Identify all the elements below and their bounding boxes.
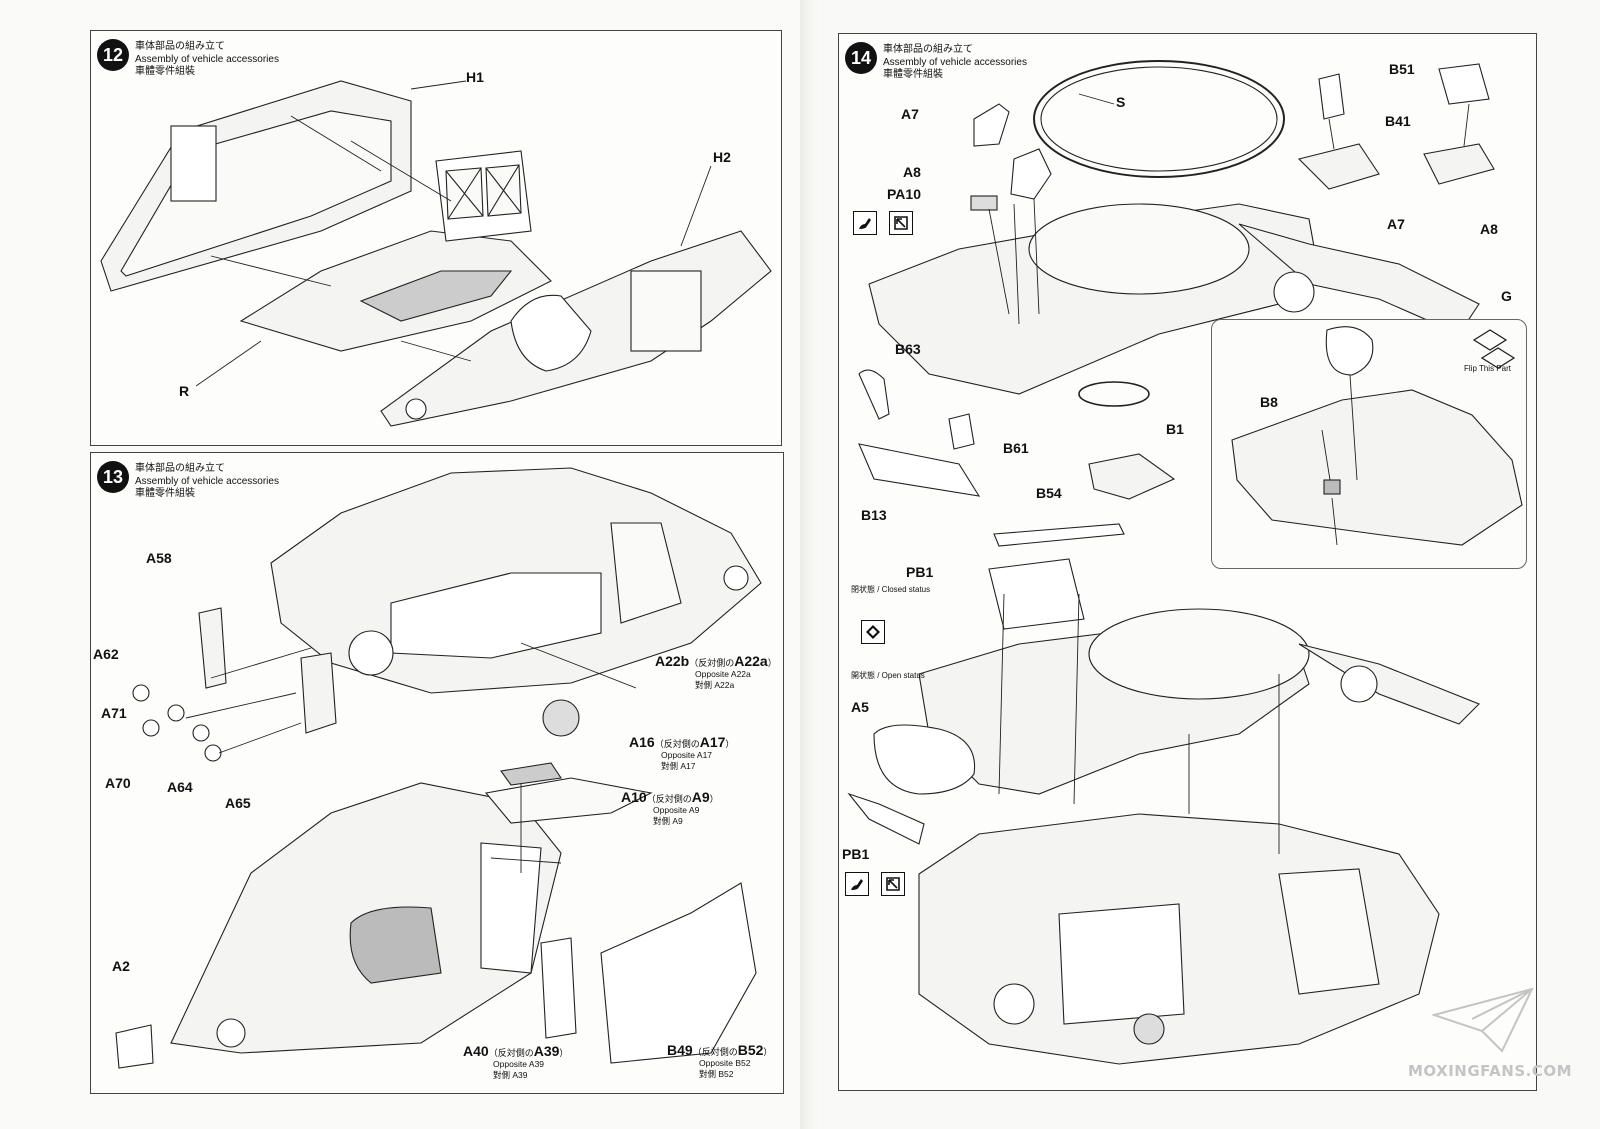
page-spine — [800, 0, 820, 1129]
part-label-a16: A16（反対側のA17） — [629, 734, 735, 750]
part-label-b63: B63 — [895, 341, 921, 357]
corner-arrow-icon — [881, 872, 905, 896]
part-label-g: G — [1501, 288, 1512, 304]
step-12-header: 12 車体部品の組み立て Assembly of vehicle accesso… — [97, 39, 279, 79]
open-status-label: 開状態 / Open status — [851, 671, 925, 680]
step-title-en: Assembly of vehicle accessories — [135, 53, 279, 65]
part-label-a70: A70 — [105, 775, 131, 791]
step-title-ja: 車体部品の組み立て — [135, 41, 225, 52]
step-title-en: Assembly of vehicle accessories — [883, 56, 1027, 68]
cement-icon — [845, 872, 869, 896]
watermark: MOXINGFANS.COM — [1408, 1062, 1573, 1080]
part-label-a7-bottom: A7 — [1387, 216, 1405, 232]
step-14-drawing — [847, 60, 1495, 1065]
part-label-a8-bottom: A8 — [1480, 221, 1498, 237]
step-title-ja: 車体部品の組み立て — [883, 44, 973, 55]
part-label-a7: A7 — [901, 106, 919, 122]
step-14-panel: Flip This Part B8 14 車体部品の組み立て Assembly … — [838, 33, 1537, 1091]
part-label-b61: B61 — [1003, 440, 1029, 456]
flip-this-part-label: Flip This Part — [1464, 364, 1511, 373]
part-label-b13: B13 — [861, 507, 887, 523]
part-label-a8: A8 — [903, 164, 921, 180]
step-title-ja: 車体部品の組み立て — [135, 463, 225, 474]
part-label-a5: A5 — [851, 699, 869, 715]
flip-part-inset: Flip This Part B8 — [1211, 319, 1527, 569]
paper-plane-logo-icon — [1432, 987, 1534, 1053]
step-number-badge: 13 — [97, 461, 129, 493]
part-label-b51: B51 — [1389, 61, 1415, 77]
step-title-zh: 車體零件組裝 — [135, 66, 195, 77]
part-label-h1: H1 — [466, 69, 484, 85]
step-14-header: 14 車体部品の組み立て Assembly of vehicle accesso… — [845, 42, 1027, 82]
part-label-b8: B8 — [1260, 394, 1278, 410]
part-label-h2: H2 — [713, 149, 731, 165]
part-label-a65: A65 — [225, 795, 251, 811]
step-13-drawing — [115, 467, 762, 1069]
part-label-b54: B54 — [1036, 485, 1062, 501]
flip-part-drawing — [1231, 326, 1523, 546]
closed-status-label: 閉状態 / Closed status — [851, 585, 931, 594]
step-title-zh: 車體零件組裝 — [883, 69, 943, 80]
part-label-a22b: A22b（反対側のA22a） — [655, 653, 777, 669]
part-label-pb1-lower: PB1 — [842, 846, 870, 862]
step-13-header: 13 車体部品の組み立て Assembly of vehicle accesso… — [97, 461, 279, 501]
part-label-a10: A10（反対側のA9） — [621, 789, 719, 805]
part-label-b1: B1 — [1166, 421, 1184, 437]
step-title-en: Assembly of vehicle accessories — [135, 475, 279, 487]
step-number-badge: 14 — [845, 42, 877, 74]
part-label-a2: A2 — [112, 958, 130, 974]
open-close-icon — [861, 620, 885, 644]
step-13-panel: 13 車体部品の組み立て Assembly of vehicle accesso… — [90, 452, 784, 1094]
part-label-b49: B49（反対側のB52） — [667, 1042, 773, 1058]
part-label-a71: A71 — [101, 705, 127, 721]
step-title-zh: 車體零件組裝 — [135, 488, 195, 499]
part-label-b41: B41 — [1385, 113, 1411, 129]
part-label-a58: A58 — [146, 550, 172, 566]
part-label-a62: A62 — [93, 646, 119, 662]
step-12-drawing — [100, 80, 772, 427]
part-label-pb1: PB1 — [906, 564, 934, 580]
part-label-s: S — [1116, 94, 1126, 110]
corner-arrow-icon — [889, 211, 913, 235]
part-label-pa10: PA10 — [887, 186, 921, 202]
part-label-a40: A40（反対側のA39） — [463, 1043, 569, 1059]
part-label-a64: A64 — [167, 779, 193, 795]
step-12-panel: 12 車体部品の組み立て Assembly of vehicle accesso… — [90, 30, 782, 446]
step-number-badge: 12 — [97, 39, 129, 71]
part-label-r: R — [179, 383, 190, 399]
cement-icon — [853, 211, 877, 235]
flip-icon — [1472, 329, 1516, 369]
